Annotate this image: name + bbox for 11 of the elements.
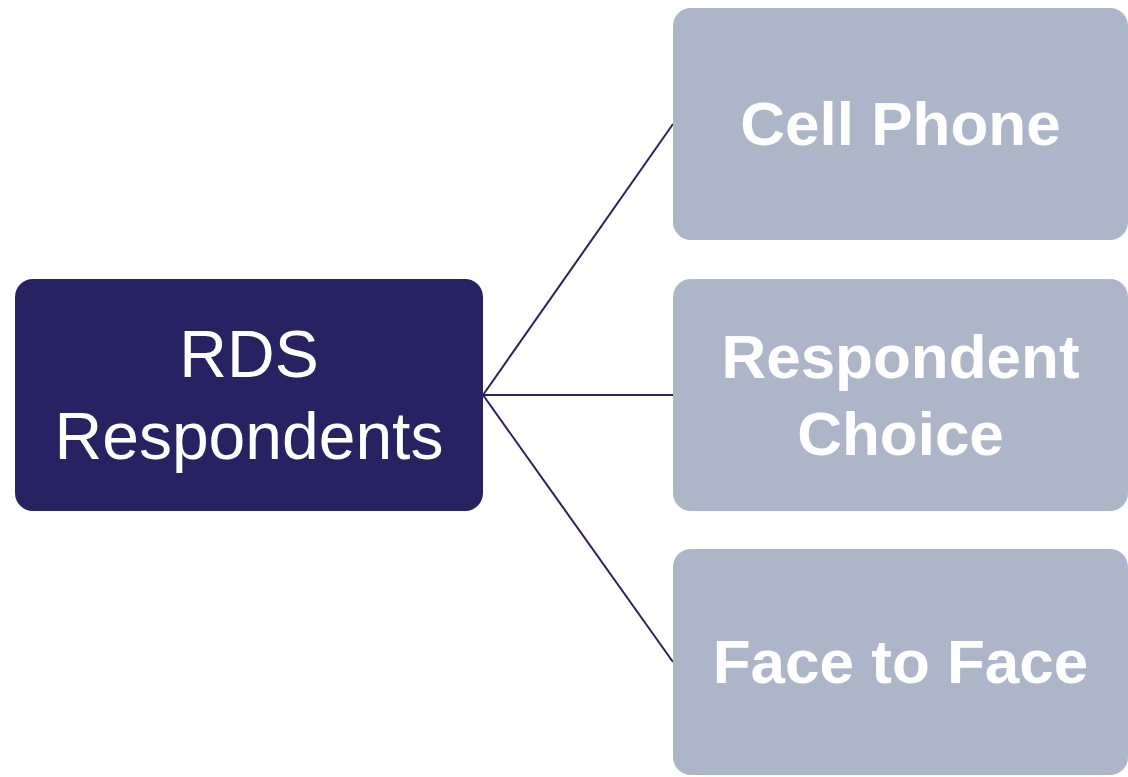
branch-box xyxy=(673,8,1128,240)
box-label: Face to Face xyxy=(712,626,1089,699)
connector-line xyxy=(482,123,674,396)
branch-box xyxy=(673,549,1128,775)
box-label: Respondent Choice xyxy=(720,320,1081,470)
branch-box xyxy=(673,279,1128,511)
connector-line xyxy=(482,394,674,396)
box-label: RDS Respondents xyxy=(53,315,445,475)
connector-line xyxy=(482,394,674,663)
root-box xyxy=(15,279,483,511)
box-label: Cell Phone xyxy=(740,88,1061,161)
